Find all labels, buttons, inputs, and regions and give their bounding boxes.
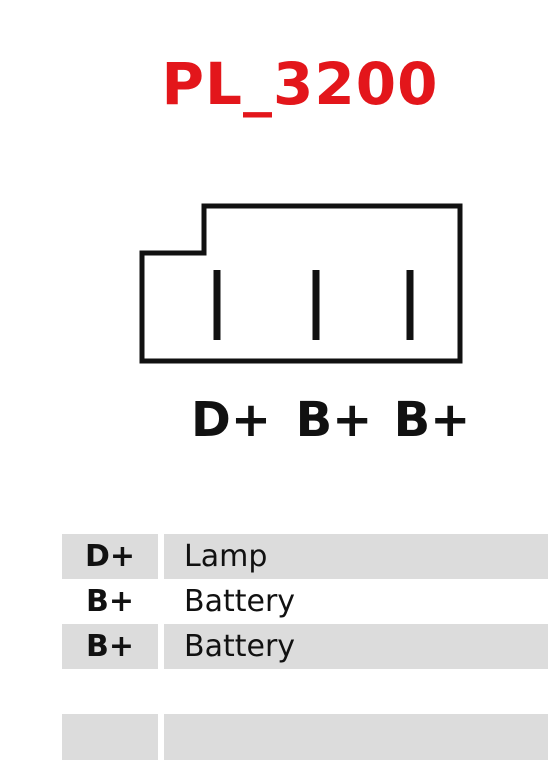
table-row: D+ Lamp	[62, 534, 548, 579]
pin-cell: B+	[85, 584, 134, 619]
table-row: B+ Battery	[62, 624, 548, 669]
pin-cell: D+	[62, 534, 158, 579]
connector-outline	[139, 203, 463, 364]
pin-label-2: B+	[295, 392, 373, 448]
pin-cell: B+	[62, 624, 158, 669]
pin-label-3: B+	[393, 392, 471, 448]
table-row: B+ Battery	[62, 579, 548, 624]
pin-label-1: D+	[190, 392, 272, 448]
description-cell: Lamp	[164, 534, 548, 579]
pin-labels: D+ B+ B+	[0, 392, 552, 452]
connector-diagram	[139, 203, 463, 364]
pin-table: D+ Lamp B+ Battery B+ Battery	[62, 534, 548, 669]
part-number-title: PL_3200	[161, 50, 439, 118]
description-cell: Battery	[164, 624, 548, 669]
empty-pin-cell	[62, 714, 158, 760]
empty-table-row	[62, 714, 548, 760]
description-cell: Battery	[184, 584, 296, 619]
empty-description-cell	[164, 714, 548, 760]
